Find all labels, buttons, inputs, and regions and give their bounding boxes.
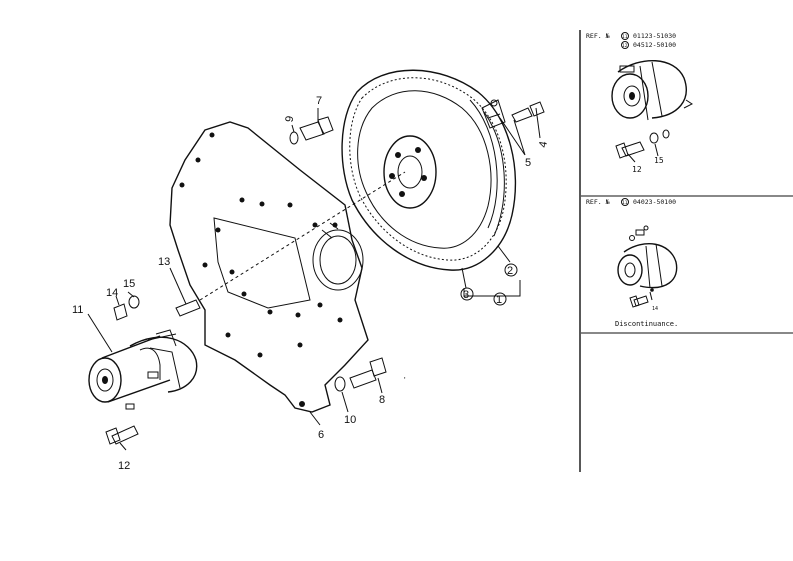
inset-top-starter [611, 60, 693, 121]
inset-bottom-ref-label: REF. № [586, 198, 610, 206]
callout-3: 3 [463, 289, 469, 301]
inset-top-ref1-circle: 11 [622, 34, 628, 40]
flywheel-bolt-assembly [481, 99, 545, 129]
callout-14: 14 [106, 287, 118, 299]
stud-13 [175, 299, 201, 317]
flywheel-housing-plate [169, 121, 369, 413]
inset-bottom: REF. № 11 04023-50100 14 Discontinuance. [586, 198, 678, 328]
callout-13: 13 [158, 256, 170, 268]
inset-frame [579, 30, 793, 472]
callout-10: 10 [344, 414, 356, 426]
flywheel-ring-gear [199, 69, 517, 301]
callout-labels: 1 2 3 4 5 6 7 8 9 10 11 12 13 14 15 [72, 95, 550, 472]
inset-top-washers [649, 129, 670, 144]
inset-bottom-ref-circle: 11 [622, 200, 628, 206]
inset-top-ref2-part: 04512-50100 [633, 41, 676, 49]
housing-bolt-lower [334, 357, 387, 392]
callout-1: 1 [496, 294, 502, 306]
callout-8: 8 [379, 394, 385, 406]
inset-top-callout-a: 12 [632, 165, 642, 174]
inset-bottom-bolt [629, 295, 649, 308]
starter-motor [88, 329, 198, 410]
inset-top-ref-label: REF. № [586, 32, 610, 40]
housing-bolt-upper [289, 116, 334, 145]
inset-bottom-ref-part: 04023-50100 [633, 198, 676, 206]
inset-top-bolt [615, 141, 645, 159]
inset-bottom-note: Discontinuance. [615, 320, 678, 328]
main-exploded-view: 1 2 3 4 5 6 7 8 9 10 11 12 13 14 15 ' [72, 69, 550, 472]
inset-top-ref1-part: 01123-51030 [633, 32, 676, 40]
inset-bottom-starter [617, 225, 678, 289]
callout-5: 5 [525, 157, 531, 169]
callout-12: 12 [118, 460, 130, 472]
callout-2: 2 [507, 265, 513, 277]
starter-bolt-12 [105, 425, 139, 445]
inset-top-callout-b: 15 [654, 156, 664, 165]
callout-4: 4 [537, 140, 550, 148]
callout-6: 6 [318, 429, 324, 441]
nut-14 [113, 303, 128, 321]
leader-lines [87, 107, 541, 451]
inset-top: REF. № 11 01123-51030 12 04512-50100 12 … [586, 32, 693, 174]
inset-bottom-callout-a: 14 [652, 306, 658, 312]
callout-11: 11 [72, 304, 83, 316]
washer-15 [128, 295, 140, 309]
callout-9: 9 [284, 115, 297, 123]
callout-7: 7 [316, 95, 322, 107]
stray-mark: ' [404, 376, 406, 385]
inset-top-ref2-circle: 12 [622, 43, 628, 49]
callout-15: 15 [123, 278, 135, 290]
